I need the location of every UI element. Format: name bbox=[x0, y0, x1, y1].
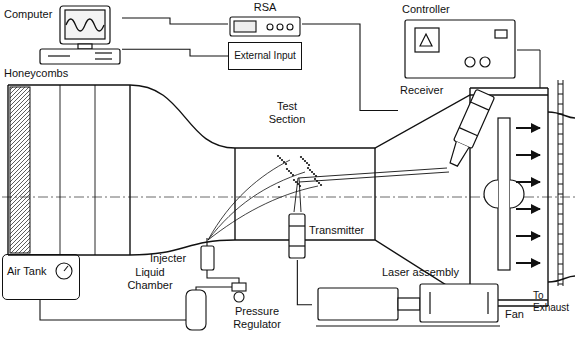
controller-node: Controller bbox=[398, 3, 522, 80]
laser-assembly-units bbox=[316, 284, 500, 326]
air-tank-gauge bbox=[56, 263, 72, 279]
part-label: Honeycombs bbox=[4, 67, 84, 80]
node-label: Laser assembly bbox=[382, 266, 459, 279]
laser-node: Laser assembly bbox=[312, 264, 502, 332]
part-label: Liquid Chamber bbox=[120, 266, 180, 291]
air-tank-box: Air Tank bbox=[2, 254, 80, 300]
part-label: Pressure Regulator bbox=[226, 305, 288, 330]
receiver-tube bbox=[445, 89, 495, 168]
signal-cable bbox=[122, 18, 228, 24]
part-label: Test Section bbox=[264, 100, 310, 125]
node-label: RSA bbox=[254, 1, 277, 14]
rsa-node: RSA bbox=[228, 1, 302, 38]
node-label: Controller bbox=[402, 3, 450, 16]
spray-jets bbox=[208, 160, 318, 240]
tunnel-walls bbox=[8, 85, 575, 306]
signal-cable bbox=[122, 49, 228, 56]
controller-cable bbox=[517, 50, 540, 88]
node-label: Air Tank bbox=[7, 265, 47, 278]
signal-cable bbox=[302, 24, 398, 111]
node-label: Transmitter bbox=[309, 224, 364, 237]
flow-arrows bbox=[516, 128, 540, 263]
receiver-node: Receiver bbox=[398, 82, 503, 177]
part-label: Fan bbox=[505, 308, 529, 321]
spray-droplets bbox=[277, 155, 322, 188]
rsa-instrument bbox=[230, 17, 300, 36]
signal-cable bbox=[297, 260, 312, 305]
part-label: Injecter bbox=[150, 252, 198, 265]
honeycomb-hatch bbox=[10, 87, 30, 253]
transmitter-tube bbox=[289, 214, 305, 258]
node-label: External Input bbox=[234, 50, 296, 62]
computer-node: Computer bbox=[2, 6, 122, 66]
node-label: Receiver bbox=[400, 84, 443, 97]
input-box: External Input bbox=[228, 42, 302, 70]
exhaust-rail bbox=[558, 80, 563, 286]
part-label: To Exhaust bbox=[533, 290, 573, 313]
injector-system bbox=[40, 238, 246, 330]
laser-beams bbox=[294, 168, 449, 212]
fan-symbol bbox=[484, 118, 524, 270]
node-label: Computer bbox=[4, 8, 52, 21]
controller-box bbox=[405, 20, 515, 78]
transmitter-node: Transmitter bbox=[285, 208, 380, 260]
